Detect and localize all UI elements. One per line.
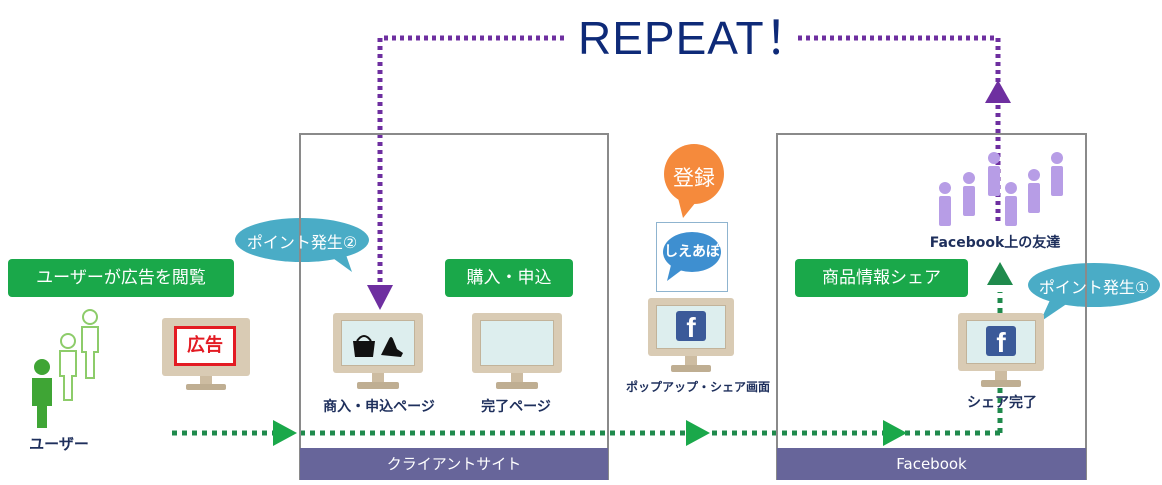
bubble-point1-shape xyxy=(1028,263,1160,322)
caption-friends: Facebook上の友達 xyxy=(929,235,1061,251)
bubble-point2: ポイント発生② xyxy=(246,233,358,252)
bubble-point2-shape xyxy=(235,218,369,272)
repeat-arrow-down-head xyxy=(367,285,393,310)
user-figures xyxy=(32,309,99,428)
bubble-register: 登録 xyxy=(673,166,715,190)
caption-product-page: 商入・申込ページ xyxy=(323,399,435,415)
flow-arrow-head-1 xyxy=(273,420,297,446)
bag-and-shoe-icon xyxy=(353,335,403,357)
label-share-info: 商品情報シェア xyxy=(795,259,968,297)
flow-arrow-head-up xyxy=(987,262,1013,285)
flow-arrow-head-3 xyxy=(883,420,907,446)
client-site-section xyxy=(299,133,609,480)
flow-arrow-head-2 xyxy=(686,420,710,446)
shiapo-logo: しえあぽ xyxy=(656,222,728,292)
label-view-ad: ユーザーが広告を閲覧 xyxy=(8,259,234,297)
facebook-icon: f xyxy=(676,311,706,343)
logo-text: しえあぽ xyxy=(664,244,720,260)
repeat-loop-arrow xyxy=(377,35,1001,290)
facebook-section xyxy=(776,133,1087,480)
label-purchase: 購入・申込 xyxy=(445,259,573,297)
bubble-register-shape xyxy=(664,144,724,218)
ad-text: 広告 xyxy=(187,335,223,356)
share-done-monitor: f xyxy=(958,313,1044,389)
repeat-arrow-up-head xyxy=(985,80,1011,103)
caption-user: ユーザー xyxy=(29,435,89,453)
product-page-monitor xyxy=(333,313,423,391)
caption-popup-share: ポップアップ・シェア画面 xyxy=(626,380,771,394)
complete-page-monitor xyxy=(472,313,562,391)
facebook-footer: Facebook xyxy=(777,448,1086,480)
facebook-icon: f xyxy=(986,326,1016,358)
friend-figures xyxy=(939,152,1063,226)
caption-complete-page: 完了ページ xyxy=(481,399,551,415)
caption-share-done: シェア完了 xyxy=(967,395,1037,411)
ad-monitor: 広告 xyxy=(162,318,250,392)
client-site-footer: クライアントサイト xyxy=(300,448,608,480)
popup-share-monitor: f xyxy=(648,298,734,374)
bubble-point1: ポイント発生① xyxy=(1038,278,1150,297)
repeat-title: REPEAT！ xyxy=(578,12,812,64)
speech-bubble-logo-icon xyxy=(663,232,721,281)
